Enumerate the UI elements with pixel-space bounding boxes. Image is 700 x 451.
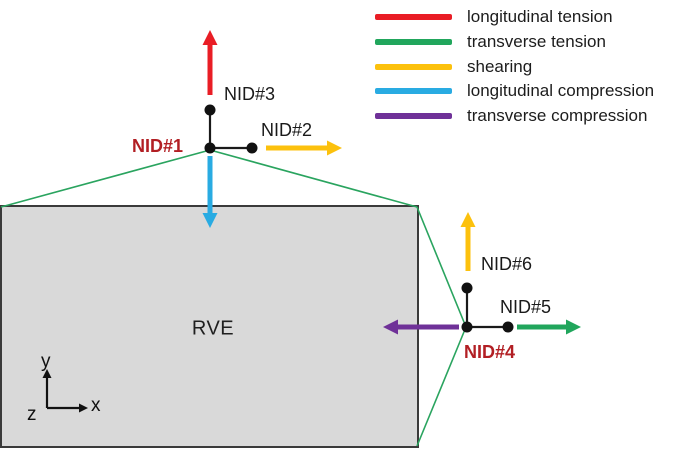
legend-label: transverse tension [467,32,606,52]
legend-swatch-icon [375,63,452,70]
transverse-compression-arrow [383,319,459,335]
arrow-head [327,140,342,156]
link-line [209,149,418,208]
node-label-nid2: NID#2 [261,120,313,140]
arrow-head [566,319,581,335]
legend-swatch-bar [375,39,452,46]
arrow-head [202,30,218,45]
rve-label: RVE [191,317,235,340]
legend-swatch-bar [375,113,452,120]
node-dot-nid5 [502,321,514,333]
node-dot-nid1 [204,142,216,154]
link-line [0,149,211,208]
node-frame-nid4 [465,288,508,329]
node-dot-nid2 [246,142,258,154]
legend-item-transverse-compression: transverse compression [375,104,654,129]
legend-label: transverse compression [467,106,648,126]
legend-item-longitudinal-compression: longitudinal compression [375,79,654,104]
node-dot-nid4 [461,321,473,333]
link-line [416,326,467,447]
node-label-nid5: NID#5 [500,297,552,317]
legend-label: longitudinal compression [467,81,655,101]
node-label-nid1: NID#1 [132,136,184,156]
shearing-arrow-nid6 [460,212,476,271]
x-axis-arrow-icon [79,403,88,413]
z-axis-label: z [27,404,37,425]
legend: longitudinal tension transverse tension … [375,5,654,128]
x-axis-label: x [91,395,101,416]
legend-label: shearing [467,56,533,76]
y-axis-label: y [41,351,51,372]
longitudinal-compression-arrow [202,156,218,228]
legend-swatch-bar [375,88,452,95]
node-label-nid3: NID#3 [224,84,276,104]
zoom-link-lines-nid1 [0,149,418,208]
legend-swatch-bar [375,14,452,21]
node-label-nid6: NID#6 [481,254,533,274]
legend-item-longitudinal-tension: longitudinal tension [375,5,654,30]
arrow-head [460,212,476,227]
longitudinal-tension-arrow [202,30,218,95]
legend-swatch-bar [375,63,452,70]
node-dot-nid6 [461,282,473,294]
arrow-head [202,213,218,228]
legend-swatch-icon [375,14,452,21]
coordinate-axes [42,369,88,413]
legend-label: longitudinal tension [467,7,613,27]
link-line [416,206,467,328]
node-dots [204,104,514,333]
node-dot-nid3 [204,104,216,116]
node-frame-nid1 [208,110,252,150]
transverse-tension-arrow [517,319,581,335]
y-axis-arrow-icon [42,369,52,378]
legend-swatch-icon [375,39,452,46]
zoom-link-lines-nid4 [416,206,467,447]
legend-item-transverse-tension: transverse tension [375,30,654,55]
shearing-arrow-nid2 [266,140,342,156]
legend-item-shearing: shearing [375,54,654,79]
legend-swatch-icon [375,88,452,95]
node-label-nid4: NID#4 [464,342,516,362]
legend-swatch-icon [375,113,452,120]
arrow-head [383,319,398,335]
